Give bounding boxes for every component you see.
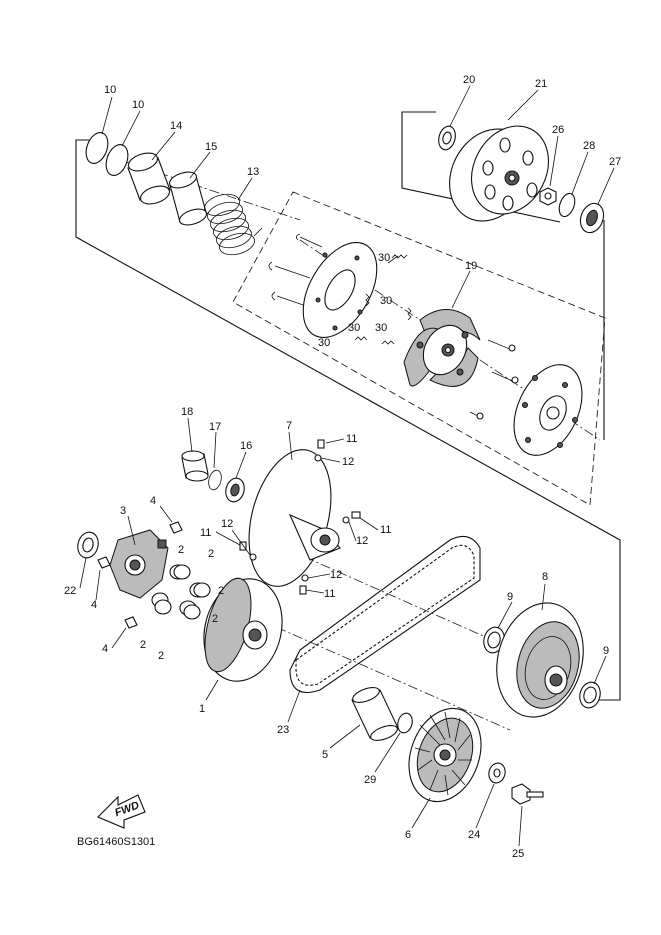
part-bearing-16: [225, 477, 245, 503]
callout-15: 15: [205, 141, 217, 153]
callout-28: 28: [583, 140, 595, 152]
part-rollers-2: [151, 564, 211, 620]
part-oil-seal-29: [397, 712, 413, 734]
callout-2c: 2: [218, 585, 224, 597]
callout-9a: 9: [507, 591, 513, 603]
callout-30d: 30: [375, 322, 387, 334]
part-primary-sheave-1: [203, 577, 283, 682]
part-needle-bearing-18: [181, 450, 209, 482]
part-pins-11-12: [239, 439, 361, 595]
callout-20: 20: [463, 74, 475, 86]
callout-22: 22: [64, 585, 76, 597]
part-circlip-17: [208, 469, 222, 491]
callout-30c: 30: [348, 322, 360, 334]
callout-24: 24: [468, 829, 480, 841]
callout-11a: 11: [346, 433, 357, 445]
callout-2f: 2: [158, 650, 164, 662]
callout-2a: 2: [178, 544, 184, 556]
callout-27: 27: [609, 156, 621, 168]
part-washer-24: [488, 762, 506, 784]
part-bearing-27: [579, 202, 605, 234]
callout-7: 7: [286, 420, 292, 432]
callout-19: 19: [465, 260, 477, 272]
callout-2b: 2: [208, 548, 214, 560]
callout-17: 17: [209, 421, 221, 433]
callout-5: 5: [322, 749, 328, 761]
callout-13: 13: [247, 166, 259, 178]
callout-3: 3: [120, 505, 126, 517]
diagram-code: BG61460S1301: [77, 836, 155, 848]
part-nut-26: [539, 187, 557, 206]
callout-30a: 30: [378, 252, 390, 264]
part-spring-13: [204, 193, 263, 256]
callout-labels: 10 10 14 15 13 20 21 26 28 27 30 30 30 3…: [64, 74, 621, 860]
fwd-arrow-icon: FWD: [97, 794, 146, 829]
part-clutch-carrier: [513, 364, 583, 456]
callout-30e: 30: [318, 337, 330, 349]
part-sliding-sheave-7: [248, 449, 341, 587]
callout-2d: 2: [212, 613, 218, 625]
part-ramp-plate-3: [109, 529, 169, 599]
callout-30b: 30: [380, 295, 392, 307]
callout-11c: 11: [380, 524, 391, 536]
part-bolt-25: [511, 783, 544, 805]
part-fixed-sheave-6: [408, 707, 482, 803]
part-springs-30: [354, 254, 412, 345]
part-carrier-pins: [469, 339, 519, 420]
part-oil-seal-9a: [483, 626, 505, 654]
callout-4c: 4: [102, 643, 108, 655]
callout-12d: 12: [330, 569, 342, 581]
callout-2e: 2: [140, 639, 146, 651]
callout-16: 16: [240, 440, 252, 452]
part-sliders-4: [97, 521, 183, 629]
leader-lines: [79, 85, 615, 847]
part-washer-28: [558, 192, 576, 218]
part-collar-14: [127, 152, 171, 205]
callout-25: 25: [512, 848, 524, 860]
callout-12a: 12: [342, 456, 354, 468]
part-guide-15: [168, 171, 208, 226]
callout-11b: 11: [200, 527, 211, 539]
callout-9b: 9: [603, 645, 609, 657]
callout-29: 29: [364, 774, 376, 786]
callout-4a: 4: [150, 495, 156, 507]
callout-10b: 10: [132, 99, 144, 111]
part-clutch-shoe-assy-19: [403, 309, 481, 387]
part-washer-20: [438, 125, 456, 151]
callout-10a: 10: [104, 84, 116, 96]
part-v-belt-23: [289, 535, 481, 694]
callout-23: 23: [277, 724, 289, 736]
callout-26: 26: [552, 124, 564, 136]
part-secondary-sheave-8: [496, 602, 584, 718]
callout-21: 21: [535, 78, 547, 90]
part-oil-seal-9b: [579, 681, 601, 709]
part-clutch-housing-21: [449, 125, 549, 222]
callout-12b: 12: [221, 518, 233, 530]
part-washer-22: [77, 531, 99, 559]
callout-1: 1: [199, 703, 205, 715]
callout-11d: 11: [324, 588, 335, 600]
part-clutch-plate: [302, 241, 378, 339]
callout-14: 14: [170, 120, 182, 132]
callout-12c: 12: [356, 535, 368, 547]
part-collar-5: [351, 687, 399, 741]
part-clips-and-pins: [268, 233, 323, 309]
callout-18: 18: [181, 406, 193, 418]
callout-6: 6: [405, 829, 411, 841]
callout-4b: 4: [91, 599, 97, 611]
callout-8: 8: [542, 571, 548, 583]
